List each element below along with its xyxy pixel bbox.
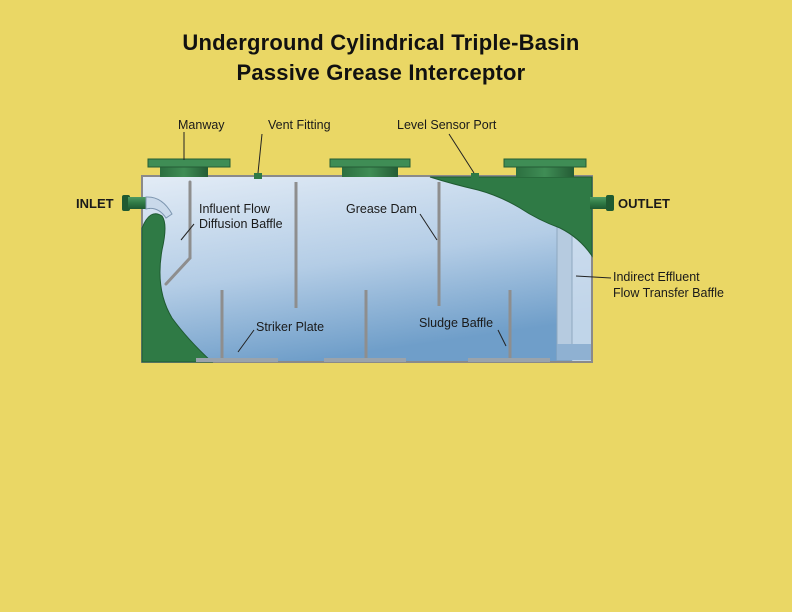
manway-center — [329, 158, 411, 177]
label-sludge-baffle: Sludge Baffle — [419, 316, 494, 330]
label-inlet: INLET — [76, 196, 114, 211]
label-manway: Manway — [178, 118, 225, 132]
label-outlet: OUTLET — [618, 196, 670, 211]
outlet-pipe — [590, 195, 614, 211]
inlet-fill — [141, 213, 214, 363]
diagram-title-line1: Underground Cylindrical Triple-Basin — [182, 30, 580, 55]
baffle-foot — [557, 344, 591, 360]
inlet-pipe — [122, 195, 173, 219]
leader-lines — [180, 132, 612, 353]
grease-layer — [429, 176, 593, 258]
sludge-baffle-3 — [468, 290, 550, 362]
label-influent-line2: Diffusion Baffle — [199, 217, 283, 231]
manway-right — [503, 158, 587, 177]
label-vent-fitting: Vent Fitting — [268, 118, 331, 132]
diagram-title-line2: Passive Grease Interceptor — [236, 60, 526, 85]
sludge-baffle-1 — [196, 290, 278, 362]
label-level-sensor-port: Level Sensor Port — [397, 118, 497, 132]
vent-fitting — [254, 173, 262, 179]
sludge-baffle-2 — [324, 290, 406, 362]
label-grease-dam: Grease Dam — [346, 202, 417, 216]
label-indirect-line1: Indirect Effluent — [613, 270, 700, 284]
influent-diffusion-baffle — [164, 180, 192, 286]
level-sensor-port — [471, 173, 479, 179]
manway-left — [147, 158, 231, 177]
label-influent-line1: Influent Flow — [199, 202, 270, 216]
label-striker-plate: Striker Plate — [256, 320, 325, 334]
label-indirect-line2: Flow Transfer Baffle — [613, 286, 724, 300]
